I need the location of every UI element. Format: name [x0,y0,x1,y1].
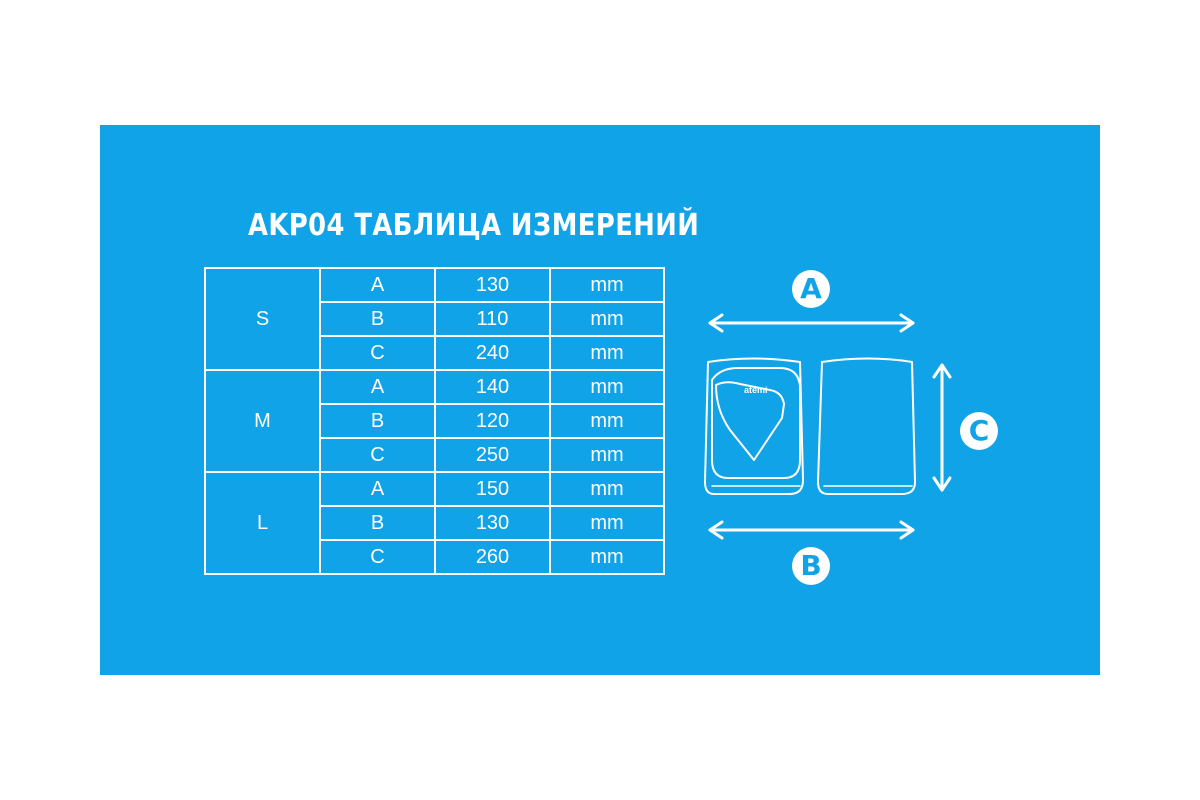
unit-cell: mm [549,403,665,439]
label-a-badge: A [792,270,830,308]
label-b-badge: B [792,547,830,585]
table-row: C 250 mm [205,437,665,473]
size-cell-l: L [204,471,321,575]
value-cell: 250 [434,437,551,473]
param-cell: A [319,369,436,405]
table-row: M A 140 mm [204,369,665,473]
value-cell: 240 [434,335,551,371]
unit-cell: mm [549,437,665,473]
unit-cell: mm [549,369,665,405]
table-row: L A 150 mm [204,471,665,575]
size-cell-m: M [204,369,321,473]
measurement-table: S A 130 mm B 110 mm C 240 mm M A 140 mm … [204,267,665,575]
table-row: B 130 mm [205,505,665,541]
table-row: C 260 mm [205,539,665,575]
value-cell: 140 [434,369,551,405]
param-cell: B [319,403,436,439]
unit-cell: mm [549,539,665,575]
value-cell: 150 [434,471,551,507]
unit-cell: mm [549,505,665,541]
value-cell: 130 [434,505,551,541]
param-cell: B [319,505,436,541]
param-cell: C [319,539,436,575]
value-cell: 120 [434,403,551,439]
table-row: S A 130 mm [204,267,665,371]
unit-cell: mm [549,471,665,507]
param-cell: B [319,301,436,337]
table-row: B 120 mm [205,403,665,439]
unit-cell: mm [549,267,665,303]
param-cell: A [319,471,436,507]
unit-cell: mm [549,335,665,371]
value-cell: 260 [434,539,551,575]
param-cell: C [319,437,436,473]
param-cell: C [319,335,436,371]
size-cell-s: S [204,267,321,371]
table-row: B 110 mm [205,301,665,337]
value-cell: 110 [434,301,551,337]
unit-cell: mm [549,301,665,337]
label-c-badge: C [960,412,998,450]
param-cell: A [319,267,436,303]
page-title: AKP04 ТАБЛИЦА ИЗМЕРЕНИЙ [248,208,700,243]
table-row: C 240 mm [205,335,665,371]
value-cell: 130 [434,267,551,303]
